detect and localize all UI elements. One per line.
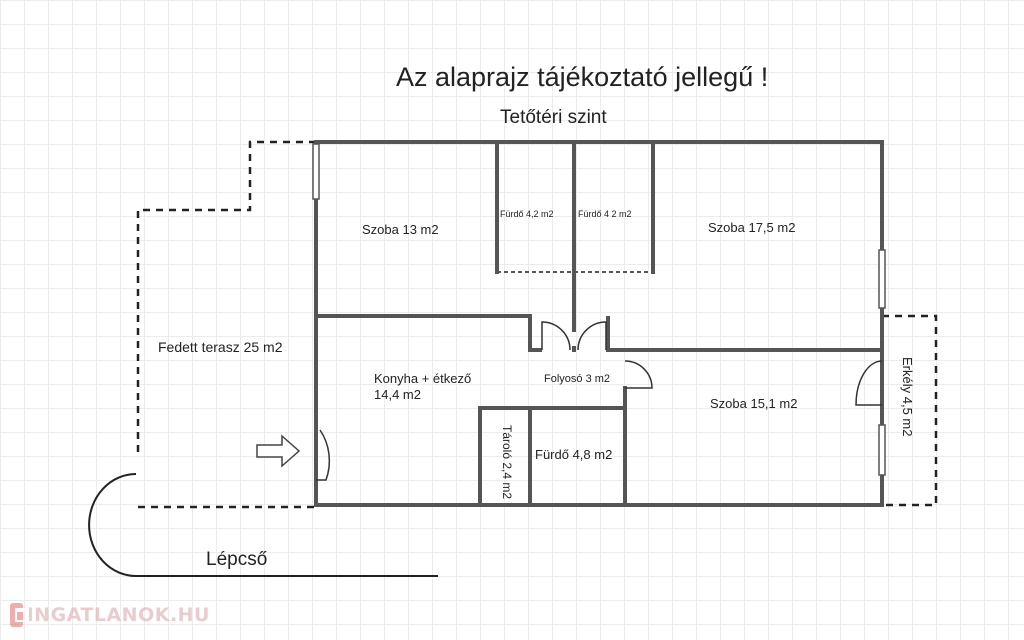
page-title: Az alaprajz tájékoztató jellegű !: [396, 62, 769, 92]
dashed-outlines: [136, 140, 938, 509]
kitchen-top-wall: [314, 314, 542, 352]
house-icon: [10, 603, 29, 627]
window-right-top: [878, 249, 886, 309]
walls: [314, 140, 884, 507]
door-hall-1: [541, 321, 571, 351]
room-label-konyha: Konyha + étkező: [374, 371, 472, 386]
door-hall-2: [577, 321, 607, 351]
room-label-tarolo: Tároló 2,4 m2: [500, 425, 514, 500]
room-label-folyoso: Folyosó 3 m2: [544, 373, 611, 385]
room-label-erkely: Erkély 4,5 m2: [900, 357, 915, 437]
watermark-text: INGATLANOK.HU: [26, 604, 210, 626]
door-room-15: [624, 360, 653, 389]
room-label-szoba-13: Szoba 13 m2: [362, 222, 439, 237]
room-label-furdo-3: Fürdő 4,8 m2: [535, 447, 613, 462]
page-subtitle: Tetőtéri szint: [500, 107, 607, 128]
window-left: [312, 143, 320, 200]
watermark-logo: INGATLANOK.HU: [10, 600, 210, 630]
room-label-szoba-15-1: Szoba 15,1 m2: [710, 396, 798, 411]
window-right-bottom: [878, 424, 886, 476]
room-label-furdo-1: Fürdő 4,2 m2: [500, 209, 554, 219]
room-label-konyha-area: 14,4 m2: [374, 387, 421, 402]
staircase: [88, 473, 438, 577]
outer-wall: [314, 140, 884, 507]
windows: [312, 143, 886, 476]
room-label-furdo-2: Fürdő 4 2 m2: [578, 209, 632, 219]
balcony-outline: [882, 314, 938, 507]
terrace-outline: [136, 140, 316, 458]
room-label-fedett-terasz: Fedett terasz 25 m2: [158, 339, 283, 355]
door-entrance: [316, 429, 331, 481]
doors: [316, 321, 883, 481]
arrow-right-icon: [256, 434, 301, 468]
room-label-szoba-17-5: Szoba 17,5 m2: [708, 220, 796, 235]
bath-openings: [497, 271, 653, 455]
staircase-label: Lépcső: [206, 549, 268, 570]
door-balcony: [855, 360, 883, 406]
